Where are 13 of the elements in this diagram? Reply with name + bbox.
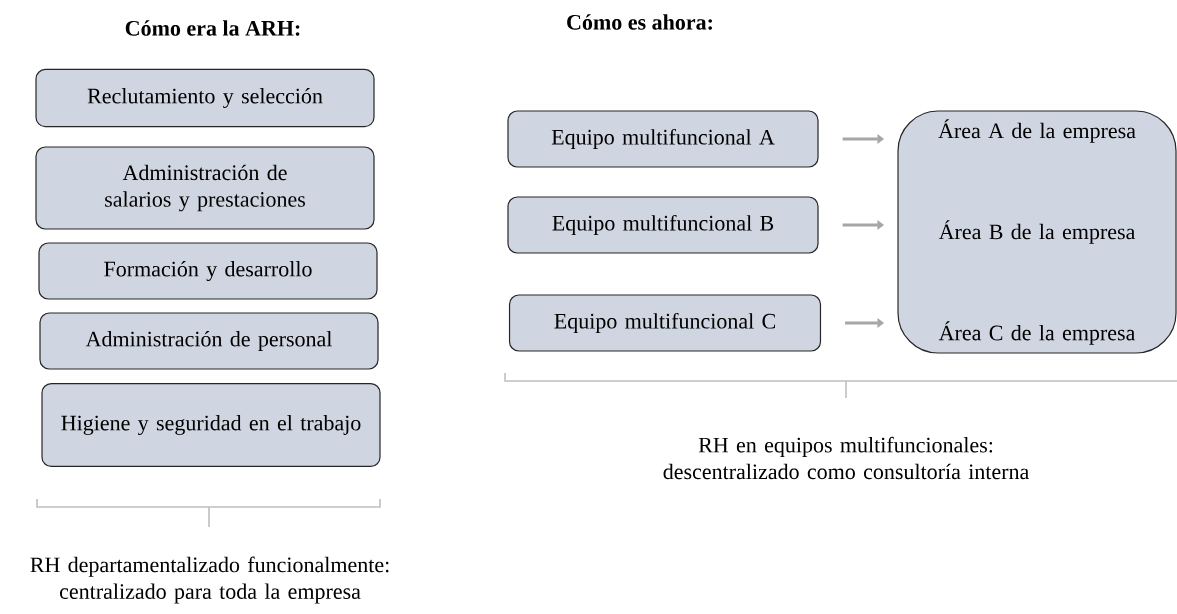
caption: RH departamentalizado funcionalmente: centralizado para toda la empresa: [30, 556, 389, 604]
process-box: Reclutamiento y selección: [35, 68, 375, 128]
team-box: Equipo multifuncional C: [508, 294, 822, 352]
team-box: Equipo multifuncional B: [507, 196, 819, 254]
process-box: Higiene y seguridad en el trabajo: [41, 382, 381, 468]
process-box: Formación y desarrollo: [38, 242, 378, 300]
caption: RH en equipos multifuncionales: descentralizado como consultoría interna: [663, 436, 1029, 480]
area-box: Área A de la empresa Área B de la empresa Área C de la empresa: [897, 110, 1177, 354]
process-box: Administración de personal: [39, 312, 379, 370]
heading: Cómo era la ARH:: [125, 20, 300, 36]
heading: Cómo es ahora:: [567, 14, 712, 30]
team-box: Equipo multifuncional A: [507, 110, 819, 168]
process-box: Administración de salarios y prestaciones: [35, 146, 375, 230]
